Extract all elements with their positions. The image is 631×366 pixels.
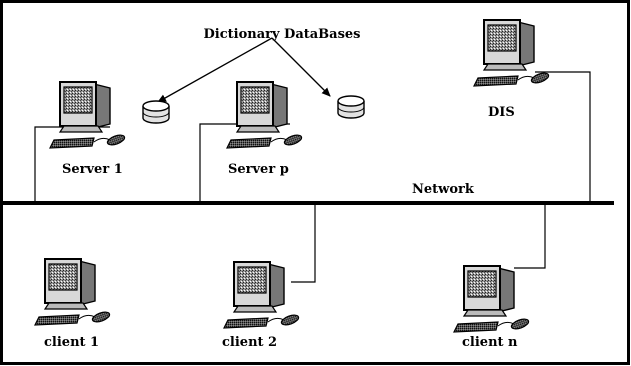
annotation-label: Dictionary DataBases — [204, 27, 361, 42]
client-n-label: client n — [462, 335, 518, 350]
server-p-label: Server p — [228, 162, 289, 177]
server-1-label: Server 1 — [62, 162, 123, 177]
annotation-arrows — [157, 37, 331, 103]
dis-link — [535, 71, 591, 203]
dis-label: DIS — [488, 105, 515, 120]
server-1-database-icon — [142, 100, 170, 124]
client-n-node: client n — [453, 265, 531, 350]
client-1-label: client 1 — [44, 335, 99, 350]
arrow-to-db-1 — [157, 37, 273, 103]
arrow-to-db-p — [271, 37, 331, 97]
dis-node: DIS — [473, 19, 551, 120]
server-p-database-icon — [337, 95, 365, 119]
client-n-link — [514, 203, 546, 269]
client-2-label: client 2 — [222, 335, 277, 350]
network-label: Network — [412, 182, 475, 197]
server-p-node: Server p — [226, 81, 365, 177]
client-2-link — [291, 203, 316, 283]
server-1-node: Server 1 — [49, 81, 170, 177]
client-2-node: client 2 — [222, 261, 301, 350]
client-1-node: client 1 — [34, 258, 112, 350]
